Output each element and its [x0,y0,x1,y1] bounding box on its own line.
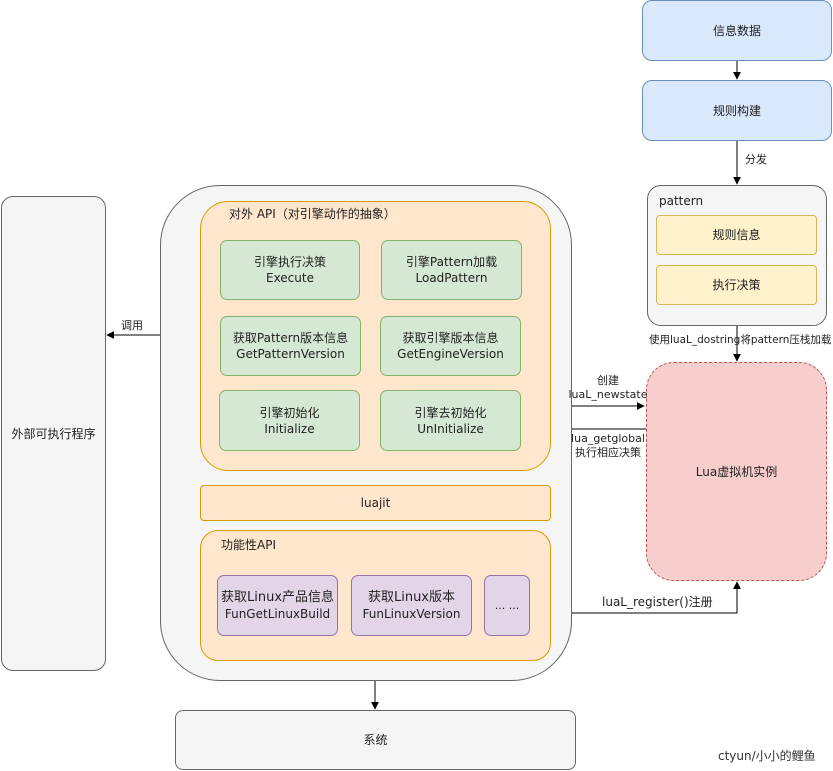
api-initialize-button[interactable]: 引擎初始化 Initialize [219,390,360,451]
api-getpatternversion-button[interactable]: 获取Pattern版本信息 GetPatternVersion [220,316,361,376]
api-getengineversion-button[interactable]: 获取引擎版本信息 GetEngineVersion [380,316,521,376]
func-linuxversion-button[interactable]: 获取Linux版本 FunLinuxVersion [351,575,472,636]
external-api-title: 对外 API（对引擎动作的抽象） [229,207,396,221]
system-box: 系统 [175,710,576,770]
func-more-button[interactable]: ... ... [484,575,530,636]
pattern-exec-decision-label: 执行决策 [712,278,761,292]
arrow-func-to-lua-register [551,581,741,614]
api-execute-en: Execute [265,271,314,285]
edge-label-create-cn: 创建 [597,374,619,387]
lua-vm-box: Lua虚拟机实例 [646,362,827,581]
pattern-rule-info-box: 规则信息 [656,215,817,255]
edge-label-distribute: 分发 [745,153,767,166]
api-loadpattern-cn: 引擎Pattern加载 [405,255,498,269]
edge-label-dostring: 使用luaL_dostring将pattern压栈加载 [649,334,832,346]
pattern-exec-decision-box: 执行决策 [656,265,817,305]
rule-build-box: 规则构建 [642,80,832,141]
func-more-label: ... ... [494,598,520,612]
edge-label-newstate: luaL_newstate [568,388,648,401]
func-getlinuxbuild-en: FunGetLinuxBuild [224,606,331,621]
api-loadpattern-button[interactable]: 引擎Pattern加载 LoadPattern [381,240,522,300]
rule-build-label: 规则构建 [712,103,761,118]
info-data-box: 信息数据 [642,0,832,61]
functional-api-title: 功能性API [221,538,276,552]
edge-label-getglobal: lua_getglobal 执行相应决策 [566,432,650,460]
api-getpatternversion-cn: 获取Pattern版本信息 [232,331,349,345]
edge-label-getglobal-fn: lua_getglobal [571,432,645,445]
pattern-title: pattern [659,194,704,208]
watermark: ctyun/小小的鲤鱼 [718,749,816,763]
edge-label-create: 创建 luaL_newstate [568,374,648,402]
external-program-label: 外部可执行程序 [11,426,96,441]
pattern-rule-info-label: 规则信息 [712,228,761,242]
system-label: 系统 [363,733,388,747]
api-uninitialize-cn: 引擎去初始化 [414,405,487,420]
func-linuxversion-en: FunLinuxVersion [362,606,461,621]
info-data-label: 信息数据 [712,23,761,38]
lua-vm-label: Lua虚拟机实例 [695,464,778,479]
api-execute-button[interactable]: 引擎执行决策 Execute [220,240,360,300]
edge-label-call: 调用 [121,319,143,332]
api-getengineversion-cn: 获取引擎版本信息 [402,331,499,345]
api-uninitialize-en: UnInitialize [417,421,484,436]
func-getlinuxbuild-cn: 获取Linux产品信息 [220,589,335,605]
func-getlinuxbuild-button[interactable]: 获取Linux产品信息 FunGetLinuxBuild [217,575,338,636]
func-linuxversion-cn: 获取Linux版本 [367,589,455,605]
edge-label-exec-policy: 执行相应决策 [575,446,641,459]
api-initialize-en: Initialize [264,421,315,436]
api-loadpattern-en: LoadPattern [415,271,488,285]
luajit-label: luajit [360,496,391,510]
api-getpatternversion-en: GetPatternVersion [236,347,345,361]
edge-label-register: luaL_register()注册 [602,595,713,609]
api-getengineversion-en: GetEngineVersion [397,347,504,361]
api-uninitialize-button[interactable]: 引擎去初始化 UnInitialize [380,390,521,451]
api-initialize-cn: 引擎初始化 [259,405,320,420]
external-program-box: 外部可执行程序 [1,196,106,671]
api-execute-cn: 引擎执行决策 [253,255,326,269]
luajit-box: luajit [200,485,551,521]
